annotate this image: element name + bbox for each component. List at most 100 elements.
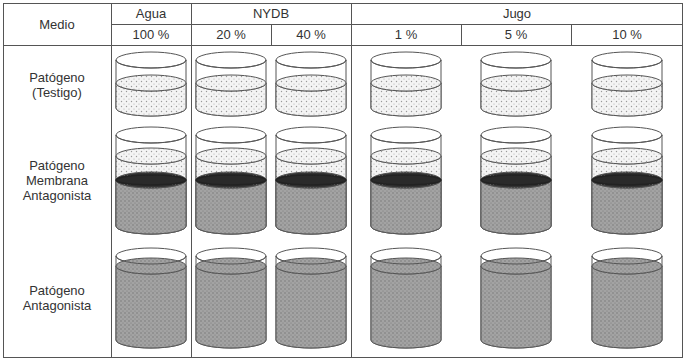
beaker-rim <box>371 127 441 143</box>
beaker-rim <box>116 248 186 264</box>
column-header: 20 % <box>216 27 246 42</box>
column-header: 10 % <box>612 27 642 42</box>
table-cell: 20 % <box>191 24 271 45</box>
table-cell: Jugo <box>351 3 683 24</box>
liquid <box>481 156 551 234</box>
row-header: Patógeno Antagonista <box>15 283 99 313</box>
table-cell: 10 % <box>571 24 683 45</box>
beaker-rim <box>196 52 266 68</box>
table-cell: Agua <box>111 3 191 24</box>
liquid-surface <box>276 258 346 274</box>
beaker-rim <box>276 248 346 264</box>
liquid-surface <box>371 258 441 274</box>
liquid <box>196 135 266 234</box>
beakers <box>116 52 662 348</box>
liquid-surface <box>481 258 551 274</box>
liquid-surface <box>116 148 186 164</box>
table-cell: Patógeno Antagonista <box>3 242 111 354</box>
column-header: Agua <box>136 6 166 21</box>
beaker-rim <box>481 52 551 68</box>
liquid-surface <box>371 148 441 164</box>
liquid-surface <box>196 75 266 91</box>
column-header: Medio <box>39 17 74 32</box>
table-cell: 100 % <box>111 24 191 45</box>
liquid <box>116 156 186 234</box>
liquid <box>196 266 266 348</box>
liquid-surface <box>592 258 662 274</box>
column-header: Jugo <box>503 6 531 21</box>
beaker-rim <box>116 52 186 68</box>
liquid <box>481 256 551 348</box>
table-cell: Patógeno (Testigo) <box>3 50 111 120</box>
beaker-rim <box>592 127 662 143</box>
liquid <box>116 256 186 348</box>
liquid <box>276 266 346 348</box>
liquid <box>116 135 186 234</box>
liquid <box>592 266 662 348</box>
membrane <box>196 175 266 185</box>
membrane <box>481 175 551 185</box>
liquid-surface <box>196 258 266 274</box>
table-cell: 40 % <box>271 24 351 45</box>
liquid-surface <box>116 258 186 274</box>
liquid <box>371 256 441 348</box>
liquid <box>592 156 662 234</box>
liquid-surface <box>196 148 266 164</box>
beaker-rim <box>371 52 441 68</box>
beaker-rim <box>276 52 346 68</box>
table-grid <box>4 4 683 358</box>
liquid <box>371 156 441 234</box>
row-header: Patógeno Membrana Antagonista <box>15 158 99 203</box>
table-cell: Patógeno Membrana Antagonista <box>3 122 111 238</box>
membrane <box>592 175 662 185</box>
liquid-surface <box>371 172 441 188</box>
column-header: 100 % <box>133 27 170 42</box>
liquid <box>371 135 441 234</box>
column-header: 40 % <box>296 27 326 42</box>
liquid-surface <box>481 148 551 164</box>
liquid-surface <box>276 75 346 91</box>
liquid <box>592 135 662 234</box>
liquid <box>481 266 551 348</box>
beaker-rim <box>116 127 186 143</box>
liquid-surface <box>276 172 346 188</box>
liquid-surface <box>116 75 186 91</box>
liquid-surface <box>592 172 662 188</box>
liquid-surface <box>592 75 662 91</box>
beaker-rim <box>371 248 441 264</box>
liquid-surface <box>481 75 551 91</box>
liquid-surface <box>276 148 346 164</box>
membrane <box>371 175 441 185</box>
column-header: 5 % <box>505 27 527 42</box>
beaker-rim <box>592 52 662 68</box>
liquid <box>276 135 346 234</box>
membrane <box>116 175 186 185</box>
liquid <box>196 256 266 348</box>
liquid <box>276 256 346 348</box>
column-header: NYDB <box>253 6 289 21</box>
liquid <box>592 256 662 348</box>
beaker-rim <box>276 127 346 143</box>
beaker-rim <box>196 127 266 143</box>
beaker-rim <box>481 248 551 264</box>
row-header: Patógeno (Testigo) <box>15 70 99 100</box>
liquid <box>116 266 186 348</box>
membrane <box>276 175 346 185</box>
column-header: 1 % <box>395 27 417 42</box>
liquid-surface <box>116 172 186 188</box>
beaker-rim <box>481 127 551 143</box>
table-cell: Medio <box>3 3 111 45</box>
liquid <box>481 135 551 234</box>
liquid-surface <box>196 172 266 188</box>
table-cell: 1 % <box>351 24 461 45</box>
liquid <box>196 156 266 234</box>
beaker-rim <box>592 248 662 264</box>
table-cell: NYDB <box>191 3 351 24</box>
liquid-surface <box>592 148 662 164</box>
beaker-rim <box>196 248 266 264</box>
table-cell: 5 % <box>461 24 571 45</box>
liquid-surface <box>371 75 441 91</box>
liquid <box>276 156 346 234</box>
liquid <box>371 266 441 348</box>
